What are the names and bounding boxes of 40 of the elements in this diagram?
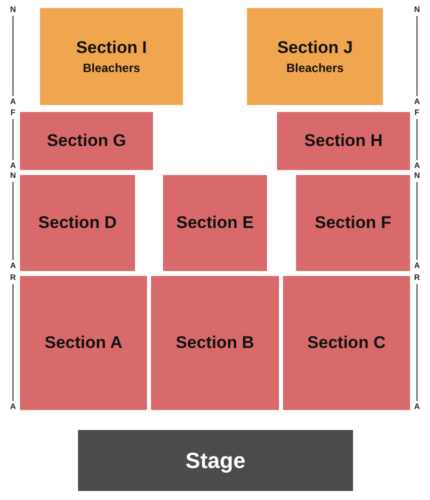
section-name: Section C — [307, 333, 386, 353]
row-letter: A — [9, 403, 17, 411]
seating-section — [247, 8, 383, 105]
section-name: Section B — [176, 333, 254, 353]
seating-section — [40, 8, 183, 105]
section-name: Section J — [277, 38, 353, 58]
seating-section — [277, 112, 410, 170]
section-name: Section F — [314, 213, 392, 233]
seating-section — [20, 276, 147, 410]
row-letter: A — [9, 98, 17, 106]
row-letter: A — [9, 262, 17, 270]
section-name: Section H — [304, 131, 383, 151]
section-name: Stage — [186, 448, 246, 474]
seating-section — [20, 175, 135, 271]
seating-section — [163, 175, 267, 271]
row-letter: A — [413, 162, 421, 170]
row-letter: N — [9, 172, 17, 180]
seating-section — [151, 276, 279, 410]
section-name: Section A — [44, 333, 122, 353]
section-name: Section D — [38, 213, 117, 233]
section-name: Section G — [46, 131, 126, 151]
row-letter: A — [413, 98, 421, 106]
row-letter: A — [9, 162, 17, 170]
section-name: Section E — [176, 213, 254, 233]
section-type: Bleachers — [82, 61, 140, 75]
stage-block — [78, 430, 353, 491]
row-letter: N — [413, 172, 421, 180]
seating-section — [283, 276, 410, 410]
row-letter: R — [9, 274, 17, 282]
row-letter: A — [413, 403, 421, 411]
row-letter: N — [9, 6, 17, 14]
seating-section — [296, 175, 410, 271]
row-letter: A — [413, 262, 421, 270]
row-letter: R — [413, 274, 421, 282]
section-type: Bleachers — [286, 61, 344, 75]
row-letter: F — [10, 109, 16, 117]
row-letter: F — [414, 109, 420, 117]
seating-section — [20, 112, 153, 170]
section-name: Section I — [76, 38, 147, 58]
row-letter: N — [413, 6, 421, 14]
